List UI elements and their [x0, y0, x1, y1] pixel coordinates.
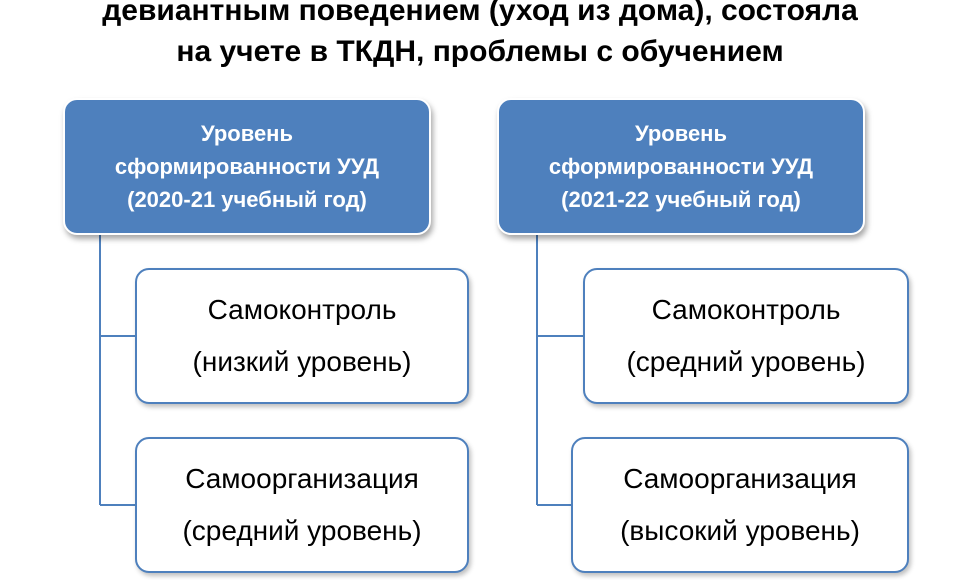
- item-level: (низкий уровень): [192, 346, 412, 377]
- header-line-1: Уровень: [200, 121, 293, 146]
- title-line-2: на учете в ТКДН, проблемы с обучением: [176, 35, 784, 68]
- box-self-organization-2021-22: Самоорганизация (высокий уровень): [571, 437, 909, 573]
- header-line-2: сформированности УУД: [114, 154, 380, 179]
- header-line-3: (2021-22 учебный год): [561, 187, 801, 212]
- item-name: Самоорганизация: [185, 463, 419, 494]
- item-name: Самоконтроль: [651, 294, 841, 325]
- item-level: (высокий уровень): [620, 515, 860, 546]
- right-tree-connector: [536, 235, 583, 506]
- header-line-2: сформированности УУД: [548, 154, 814, 179]
- header-uud-2021-22: Уровень сформированности УУД (2021-22 уч…: [497, 98, 865, 235]
- box-self-organization-2020-21: Самоорганизация (средний уровень): [135, 437, 469, 573]
- item-name: Самоорганизация: [623, 463, 857, 494]
- header-uud-2020-21: Уровень сформированности УУД (2020-21 уч…: [63, 98, 431, 235]
- title-line-1: девиантным поведением (уход из дома), со…: [102, 0, 858, 27]
- item-level: (средний уровень): [626, 346, 866, 377]
- box-self-control-2021-22: Самоконтроль (средний уровень): [583, 268, 909, 404]
- slide-title: девиантным поведением (уход из дома), со…: [0, 0, 960, 72]
- header-line-1: Уровень: [634, 121, 727, 146]
- box-self-control-2020-21: Самоконтроль (низкий уровень): [135, 268, 469, 404]
- item-name: Самоконтроль: [207, 294, 397, 325]
- header-line-3: (2020-21 учебный год): [127, 187, 367, 212]
- left-tree-connector: [99, 235, 135, 506]
- item-level: (средний уровень): [182, 515, 422, 546]
